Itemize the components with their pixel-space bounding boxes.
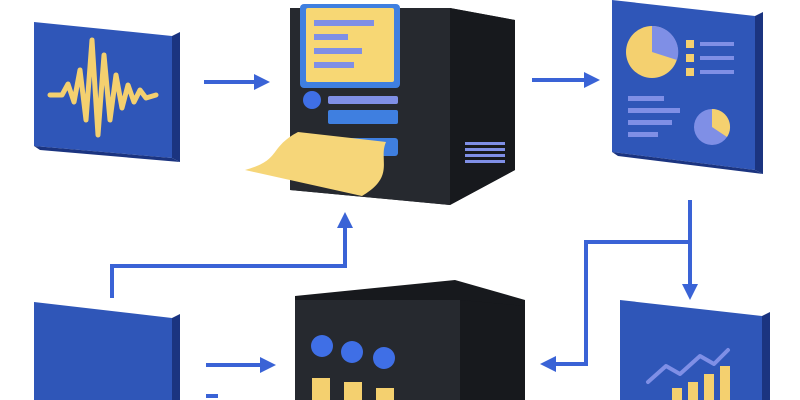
signal-panel [34, 22, 180, 162]
data-panel [34, 302, 180, 400]
trend-bar-2 [688, 382, 698, 400]
trend-bar-3 [704, 374, 714, 400]
vent-icon [465, 142, 505, 163]
pie-chart-icon [626, 25, 679, 78]
waveform-icon [47, 37, 159, 138]
arrow-data-to-report [110, 212, 353, 298]
report-server [245, 4, 515, 205]
printed-paper-icon [245, 132, 386, 196]
drive-bay-3 [376, 388, 394, 400]
drive-bay-1 [312, 378, 330, 400]
trend-bar-4 [720, 366, 730, 400]
led-2-icon [341, 341, 363, 363]
text-lines-icon [628, 96, 680, 137]
led-3-icon [373, 347, 395, 369]
analytics-panel [620, 300, 770, 400]
arrow-dashboard-to-storage [540, 240, 690, 372]
small-pie-icon [694, 108, 731, 145]
storage-server [295, 280, 525, 400]
drive-bay-2 [344, 382, 362, 400]
checklist-icon [686, 40, 734, 76]
power-button-icon [303, 91, 321, 109]
led-1-icon [311, 335, 333, 357]
dashboard-panel [612, 0, 763, 174]
trend-bar-1 [672, 388, 682, 400]
trend-line-icon [646, 348, 730, 384]
